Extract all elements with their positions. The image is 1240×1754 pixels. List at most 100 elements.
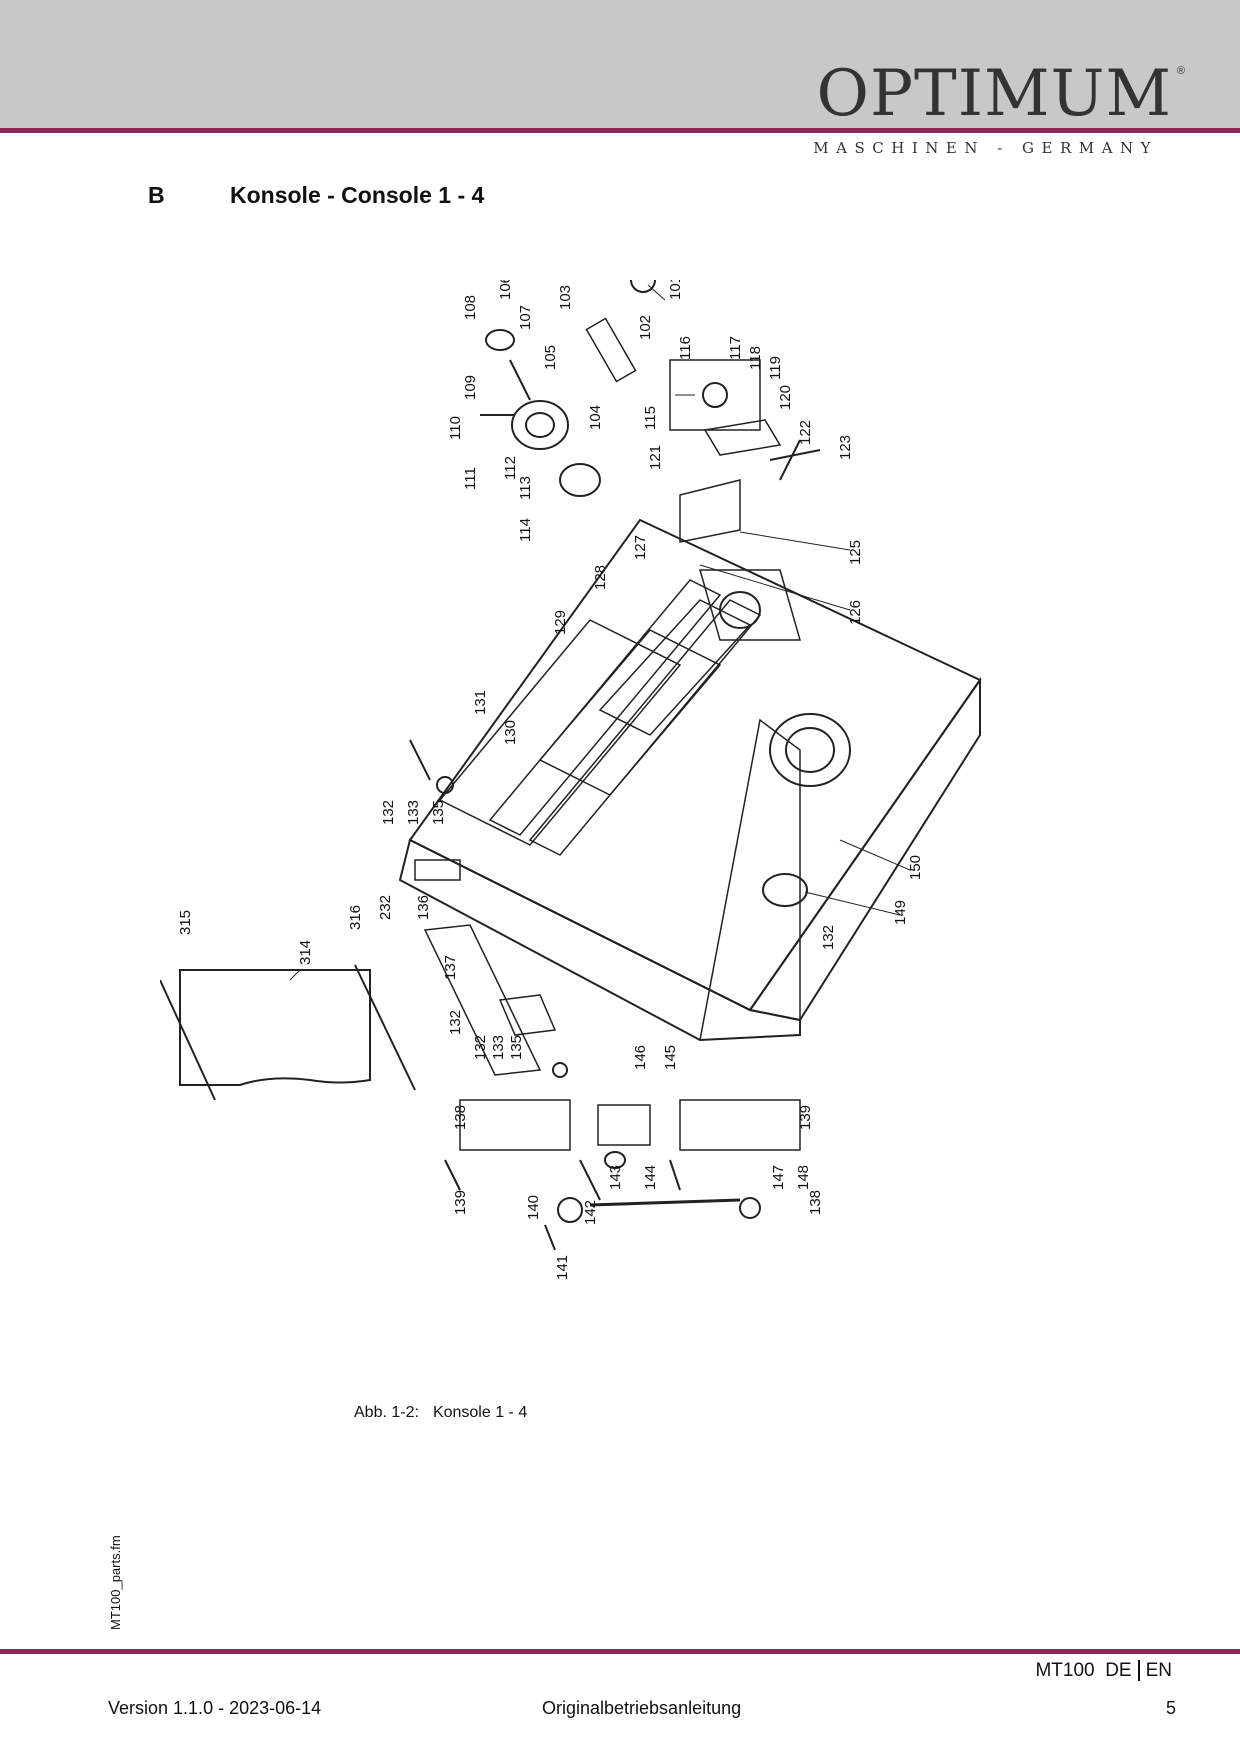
pin-143 [579, 1159, 601, 1201]
shaft-102 [585, 317, 637, 383]
cover-plate-127 [598, 599, 752, 736]
label-132-c: 132 [447, 1010, 464, 1035]
pin-141 [544, 1224, 556, 1251]
chip-tray-314 [179, 969, 371, 1086]
brand-text: OPTIMUM [816, 57, 1172, 131]
rail-316 [354, 964, 416, 1091]
bracket-119 [703, 419, 782, 456]
label-146: 146 [632, 1045, 649, 1070]
section-title: Konsole - Console 1 - 4 [230, 182, 485, 208]
label-132: 132 [380, 800, 397, 825]
washer-130 [436, 776, 454, 794]
label-109: 109 [462, 375, 479, 400]
guideway-2 [528, 599, 762, 856]
label-132-d: 132 [472, 1035, 489, 1060]
window-149 [762, 873, 808, 907]
label-108: 108 [462, 295, 479, 320]
lang-de: DE [1105, 1660, 1132, 1681]
console-bore-inner [785, 727, 835, 773]
plate-125 [679, 479, 741, 543]
cover-plate-128 [538, 629, 722, 796]
clamp-133 [498, 994, 557, 1036]
collar-142 [557, 1197, 583, 1223]
label-112: 112 [502, 456, 519, 480]
flange-117 [669, 359, 761, 431]
knob-148 [739, 1197, 761, 1219]
label-139-b: 139 [797, 1105, 814, 1130]
label-138: 138 [452, 1105, 469, 1130]
label-136: 136 [415, 895, 432, 920]
version-info: Version 1.1.0 - 2023-06-14 [108, 1698, 322, 1718]
knob-101 [630, 280, 656, 293]
label-110: 110 [447, 416, 464, 440]
label-114: 114 [517, 518, 534, 542]
header-rule [0, 128, 1240, 133]
label-147: 147 [770, 1165, 787, 1190]
label-122: 122 [797, 420, 814, 445]
guideway-1 [488, 579, 722, 836]
bolt-139-right [669, 1159, 681, 1191]
foot-138-left [459, 1099, 571, 1151]
label-103: 103 [557, 285, 574, 310]
exploded-parts-drawing: 101 102 103 104 105 106 107 108 109 110 … [160, 280, 982, 1280]
console-bore [769, 713, 851, 787]
label-117: 117 [727, 336, 744, 360]
label-232: 232 [377, 895, 394, 920]
label-141: 141 [554, 1255, 571, 1280]
brand-logo: OPTIMUM® [817, 62, 1185, 126]
label-120: 120 [777, 385, 794, 410]
label-133: 133 [405, 800, 422, 825]
cap-108 [485, 329, 515, 351]
caption-label: Abb. 1-2: [354, 1404, 419, 1421]
label-148: 148 [795, 1165, 812, 1190]
label-314: 314 [297, 940, 314, 965]
label-116: 116 [677, 336, 694, 360]
label-125: 125 [847, 540, 864, 565]
part-number-labels: 101 102 103 104 105 106 107 108 109 110 … [177, 280, 924, 1280]
label-316: 316 [347, 905, 364, 930]
label-143: 143 [607, 1165, 624, 1190]
label-126: 126 [847, 600, 864, 625]
label-131: 131 [472, 690, 489, 715]
label-111: 111 [462, 467, 479, 490]
screw-123 [769, 449, 821, 461]
label-140: 140 [525, 1195, 542, 1220]
block-145 [597, 1104, 651, 1146]
label-315: 315 [177, 910, 194, 935]
label-123: 123 [837, 435, 854, 460]
console-end-face [699, 718, 801, 1041]
label-118: 118 [747, 346, 764, 370]
caption-text: Konsole 1 - 4 [432, 1404, 528, 1421]
label-132-b: 132 [820, 925, 837, 950]
console-top-face [408, 518, 982, 1012]
label-107: 107 [517, 305, 534, 330]
section-letter: B [148, 182, 165, 208]
bolt-139-left [444, 1159, 461, 1191]
plug-146 [552, 1062, 568, 1078]
page-number: 5 [1165, 1698, 1176, 1718]
label-144: 144 [642, 1165, 659, 1190]
brand-name: OPTIMUM® [817, 62, 1185, 126]
end-plate-hole [719, 591, 761, 629]
label-130: 130 [502, 720, 519, 745]
lang-en: EN [1137, 1660, 1172, 1681]
header-band [0, 0, 1240, 128]
console-side-face [748, 676, 981, 1022]
label-145: 145 [662, 1045, 679, 1070]
brand-subtitle: MASCHINEN - GERMANY [813, 139, 1158, 157]
hub-112 [511, 400, 569, 450]
end-plate [699, 569, 801, 641]
label-106: 106 [497, 280, 514, 300]
label-149: 149 [892, 900, 909, 925]
pin-107 [509, 359, 531, 401]
label-129: 129 [552, 610, 569, 635]
label-150: 150 [907, 855, 924, 880]
label-142: 142 [582, 1200, 599, 1225]
label-121: 121 [647, 445, 664, 470]
shaft-147 [589, 1198, 741, 1207]
bracket-135 [414, 859, 461, 881]
label-105: 105 [542, 345, 559, 370]
label-135: 135 [430, 800, 447, 825]
label-133-b: 133 [490, 1035, 507, 1060]
